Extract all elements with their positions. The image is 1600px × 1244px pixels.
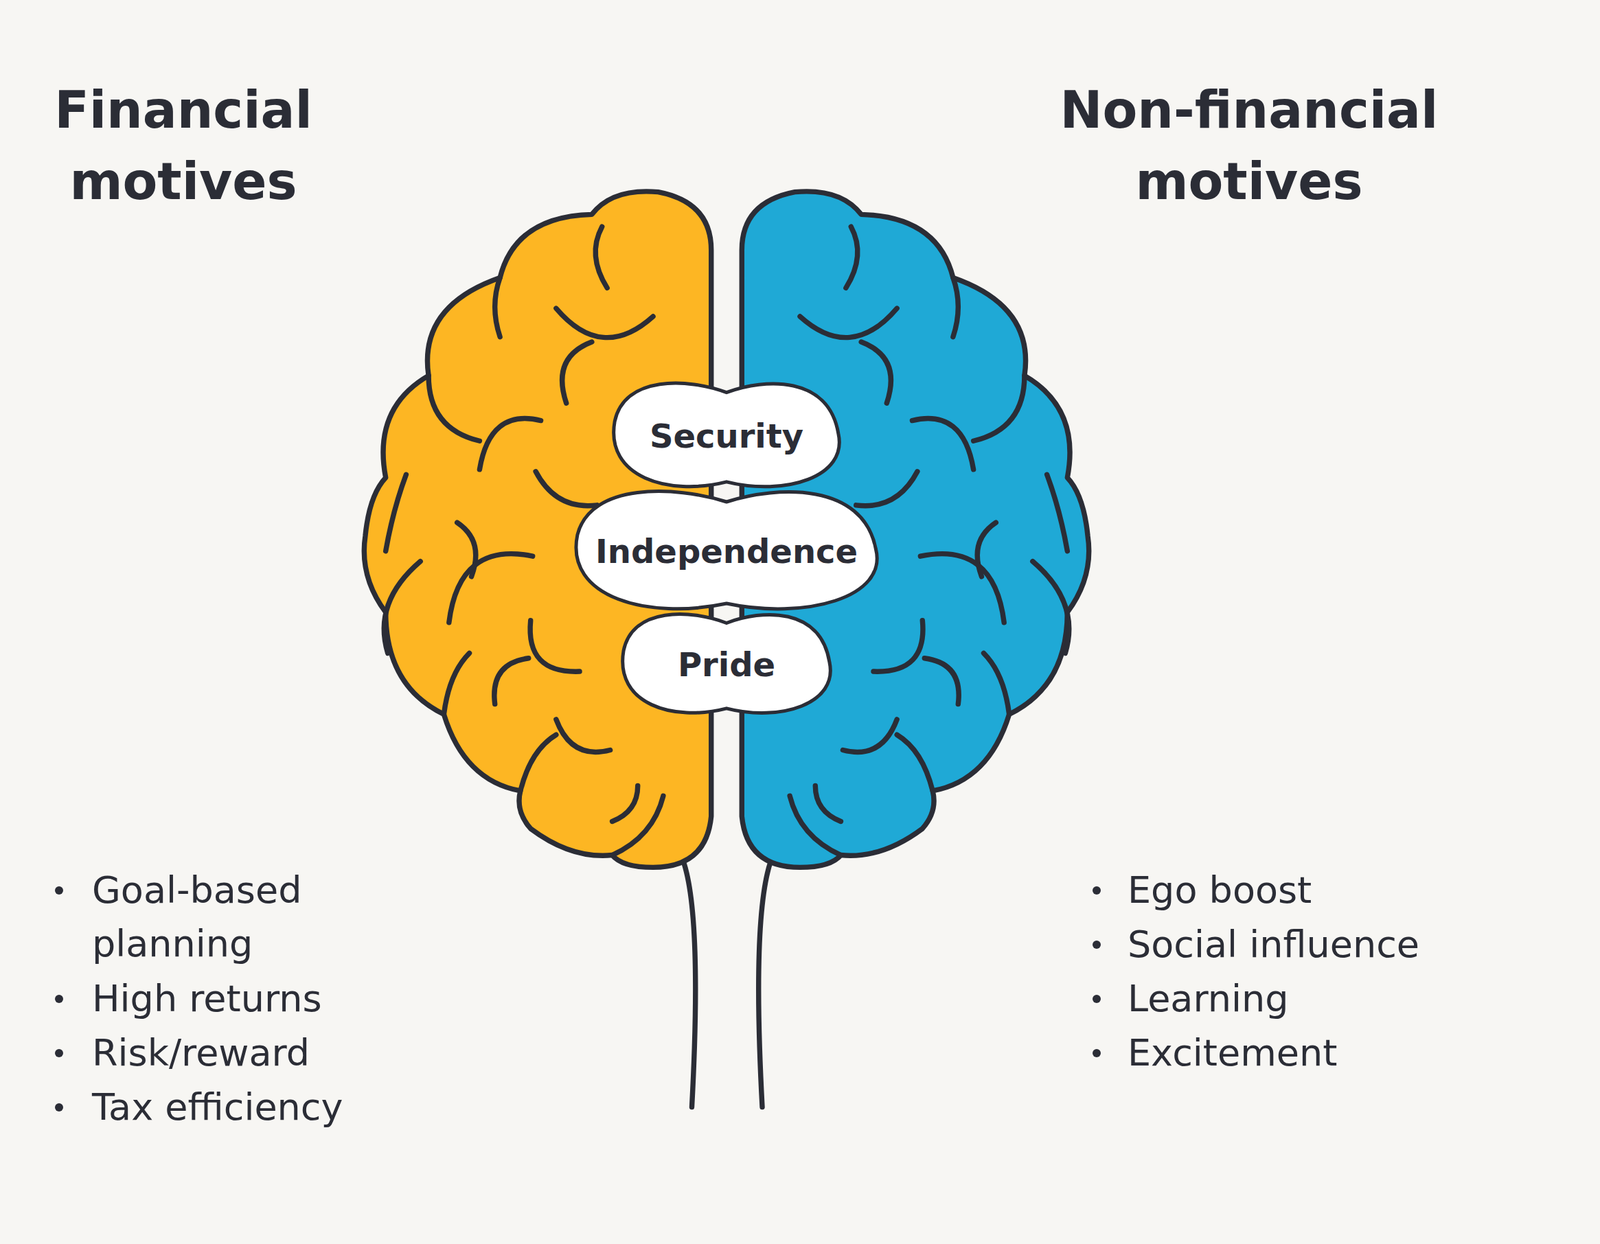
bullet-dot bbox=[1092, 1049, 1101, 1058]
bullet-item: Goal-based planning bbox=[92, 863, 381, 971]
bullet-item: Social influence bbox=[1127, 918, 1420, 972]
blob-label: Independence bbox=[595, 532, 858, 571]
blob-shape bbox=[622, 614, 831, 714]
motive-blob: Pride bbox=[614, 607, 839, 723]
bullet-dot bbox=[54, 1049, 64, 1058]
brain-stem bbox=[758, 862, 771, 1108]
bullet-dot bbox=[1092, 886, 1101, 895]
bullet-dot bbox=[1092, 940, 1101, 950]
motive-blob: Security bbox=[604, 375, 849, 497]
brain-stem bbox=[683, 862, 696, 1108]
bullet-dot bbox=[54, 886, 64, 895]
bullet-item: Ego boost bbox=[1127, 863, 1312, 918]
blob-label: Pride bbox=[677, 645, 776, 684]
section-heading: Financial motives bbox=[0, 74, 376, 217]
blob-shape bbox=[576, 491, 877, 610]
bullet-item: High returns bbox=[92, 972, 323, 1026]
section-heading: Non-financial motives bbox=[1056, 74, 1442, 217]
bullet-item: Risk/reward bbox=[92, 1026, 310, 1081]
bullet-dot bbox=[1092, 995, 1101, 1004]
bullet-dot bbox=[54, 1103, 64, 1112]
bullet-item: Excitement bbox=[1127, 1026, 1337, 1081]
bullet-item: Learning bbox=[1127, 972, 1289, 1026]
bullet-item: Tax efficiency bbox=[92, 1080, 343, 1135]
motive-blob: Independence bbox=[564, 482, 889, 621]
blob-label: Security bbox=[649, 416, 804, 456]
bullet-dot bbox=[54, 995, 64, 1004]
blob-shape bbox=[613, 383, 840, 487]
